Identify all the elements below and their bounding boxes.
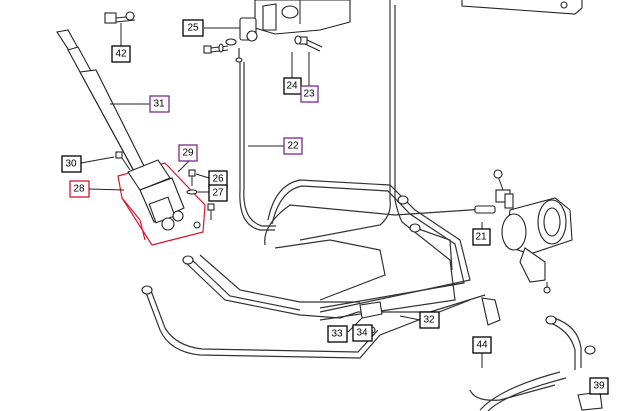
svg-text:33: 33	[331, 329, 343, 340]
callout-31[interactable]: 31	[149, 95, 170, 113]
top-right-panel	[461, 0, 583, 15]
callout-21[interactable]: 21	[472, 228, 491, 246]
bolt-42	[104, 11, 136, 46]
control-lever-31	[56, 29, 151, 187]
screw-small	[207, 203, 215, 220]
callout-39[interactable]: 39	[589, 377, 609, 395]
washer-27	[186, 189, 198, 195]
svg-text:39: 39	[593, 381, 605, 392]
svg-text:32: 32	[423, 315, 435, 326]
callout-32[interactable]: 32	[419, 311, 440, 329]
svg-text:42: 42	[115, 49, 127, 60]
svg-text:22: 22	[287, 141, 299, 152]
hoses-44	[469, 315, 603, 411]
pipe-22	[239, 62, 276, 231]
callout-25[interactable]: 25	[182, 19, 204, 37]
svg-text:30: 30	[65, 159, 77, 170]
callout-23[interactable]: 23	[300, 85, 319, 103]
callout-27[interactable]: 27	[208, 184, 228, 202]
pipe-bundle-32	[141, 0, 501, 359]
svg-text:24: 24	[286, 81, 298, 92]
svg-text:21: 21	[475, 232, 487, 243]
callout-28[interactable]: 28	[69, 180, 90, 198]
callout-44[interactable]: 44	[472, 336, 492, 354]
callout-33[interactable]: 33	[327, 325, 348, 343]
svg-text:34: 34	[356, 328, 368, 339]
svg-text:27: 27	[212, 188, 224, 199]
callout-24[interactable]: 24	[283, 77, 302, 95]
screw-30	[115, 151, 131, 171]
callout-34[interactable]: 34	[352, 324, 373, 342]
svg-text:29: 29	[182, 148, 194, 159]
callout-29[interactable]: 29	[178, 144, 198, 162]
callout-42[interactable]: 42	[111, 45, 131, 63]
bolt-24	[203, 43, 229, 54]
svg-text:26: 26	[212, 174, 224, 185]
svg-text:25: 25	[187, 23, 199, 34]
svg-text:31: 31	[153, 99, 165, 110]
hydraulic-pump-21	[493, 169, 573, 294]
elbow-fitting-25	[225, 17, 258, 63]
callout-30[interactable]: 30	[61, 155, 82, 173]
screw-26	[188, 169, 196, 186]
lever-valve-assembly	[117, 159, 206, 246]
svg-text:44: 44	[476, 340, 488, 351]
callout-22[interactable]: 22	[283, 137, 303, 155]
svg-text:28: 28	[73, 184, 85, 195]
valve-block	[254, 0, 351, 35]
svg-text:23: 23	[303, 89, 315, 100]
bolt-23	[294, 35, 323, 52]
